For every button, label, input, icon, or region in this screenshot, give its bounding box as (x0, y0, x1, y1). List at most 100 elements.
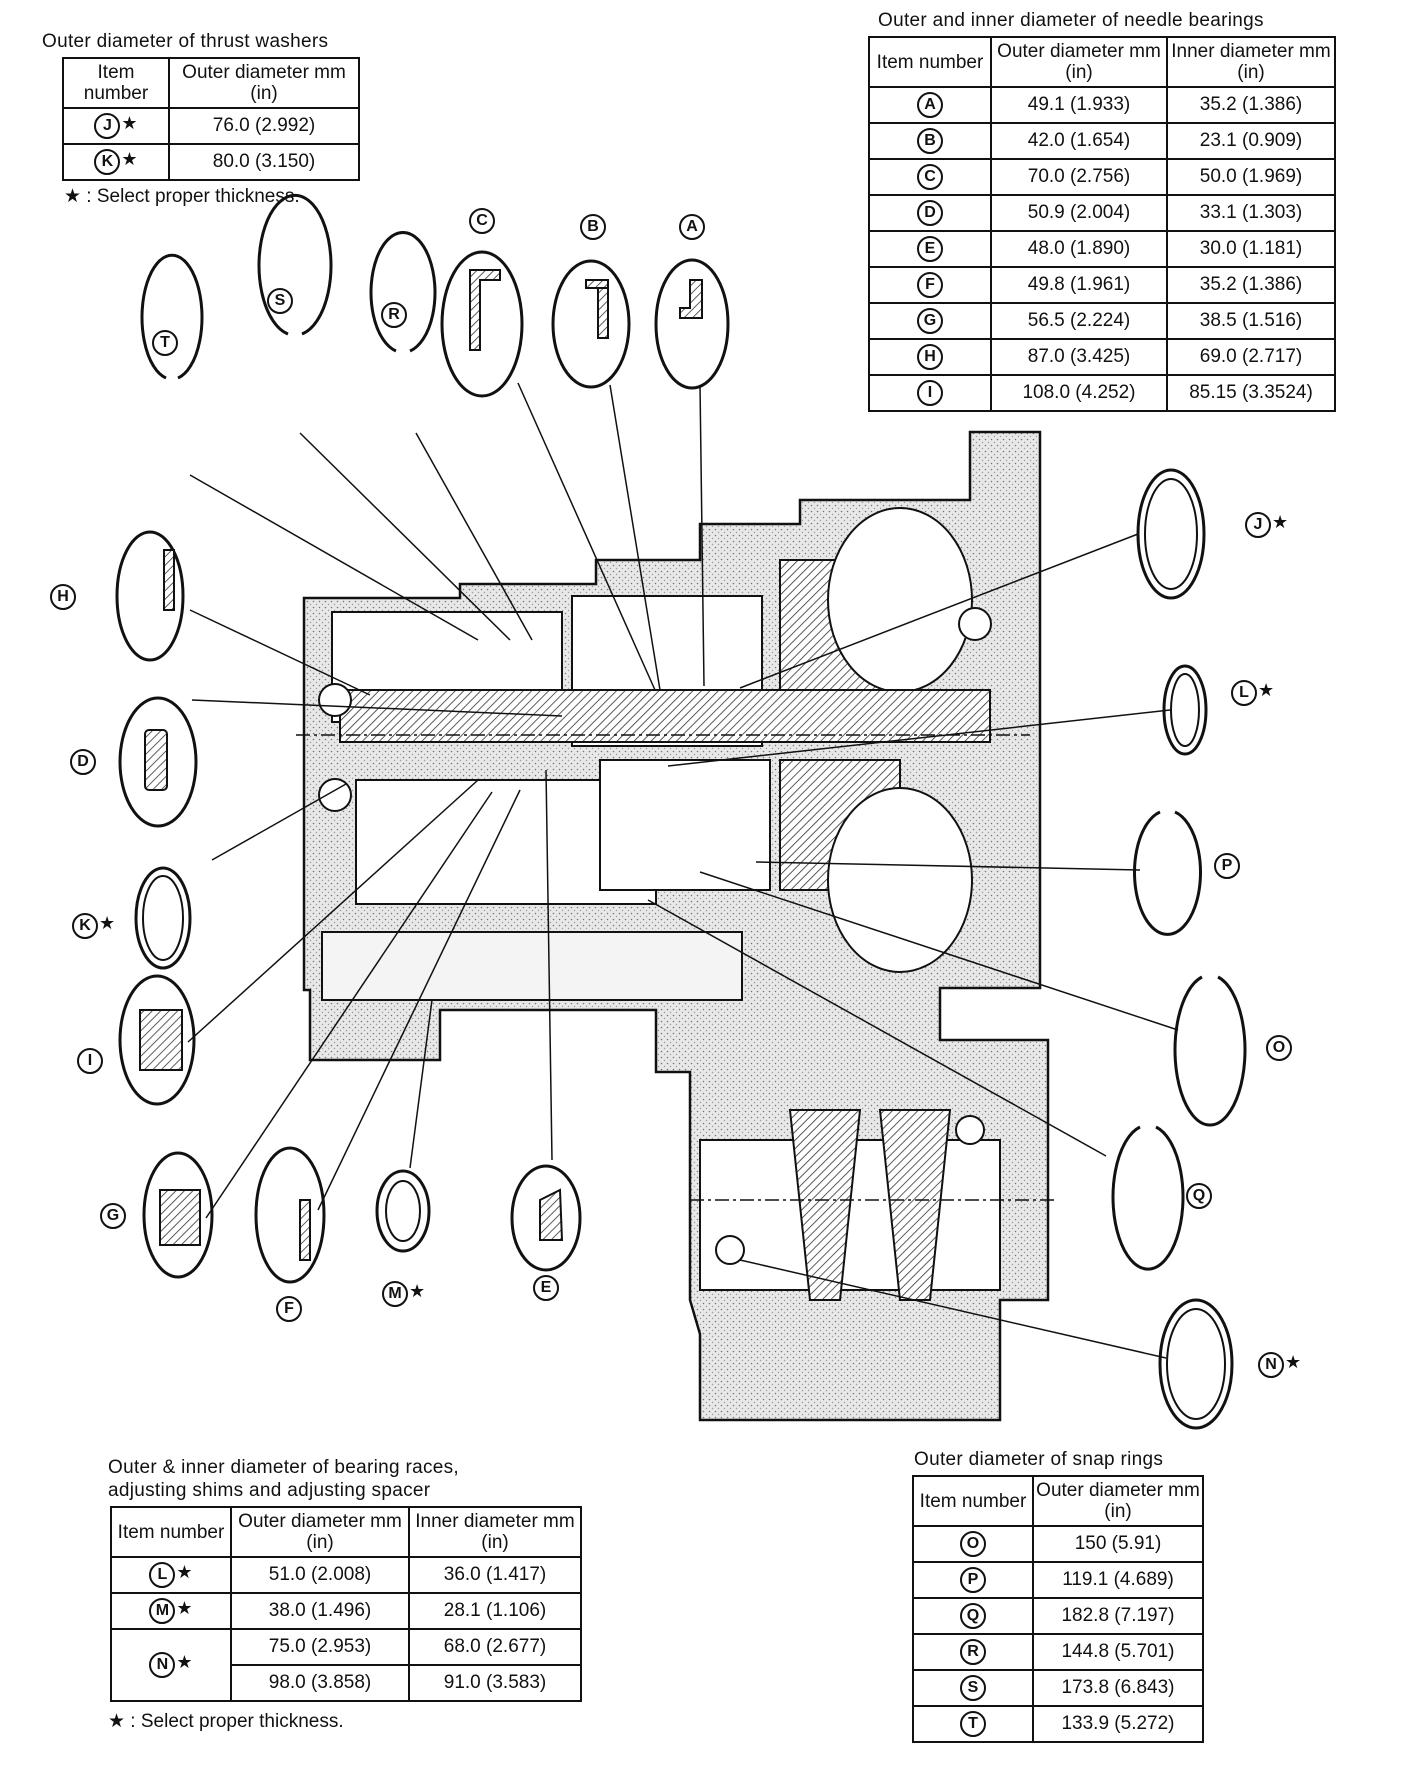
callout-letter: M (382, 1281, 408, 1307)
star-icon: ★ (1285, 1352, 1302, 1372)
needle-bearing-D-bubble (118, 696, 198, 828)
snap-ring-S-drawing (257, 193, 333, 336)
table-row: K★80.0 (3.150) (62, 143, 360, 181)
needle-bearing-H-bubble (115, 530, 185, 662)
col-outer-diameter: Outer diameter mm (in) (990, 36, 1168, 88)
shaft-centerlines (296, 734, 1055, 1201)
table-row: P 119.1 (4.689) (912, 1561, 1204, 1599)
callout-b: B (580, 214, 606, 240)
outer-cell: 150 (5.91) (1032, 1525, 1204, 1563)
needle-bearing-G-bubble (142, 1151, 214, 1279)
callout-letter: K (72, 913, 98, 939)
callout-h: H (50, 584, 76, 610)
item-letter: G (917, 308, 943, 334)
needle-bearing-B-bubble (551, 259, 631, 389)
needle-bearing-A-bubble (654, 258, 730, 390)
col-inner-diameter: Inner diameter mm (in) (1166, 36, 1336, 88)
inner-cell: 36.0 (1.417) (408, 1556, 582, 1594)
item-letter: E (917, 236, 943, 262)
inner-cell: 85.15 (3.3524) (1166, 374, 1336, 412)
shim-N-drawing (1158, 1298, 1234, 1430)
col-item-number: Item number (912, 1475, 1034, 1527)
item-letter: L (149, 1562, 176, 1588)
thrust-washer-J-drawing (1136, 468, 1206, 600)
star-icon: ★ (409, 1281, 426, 1301)
needle-bearings-section: Outer and inner diameter of needle beari… (868, 9, 1336, 412)
select-thickness-note: ★ : Select proper thickness. (108, 1711, 344, 1732)
outer-cell: 144.8 (5.701) (1032, 1633, 1204, 1671)
item-cell: N★ (110, 1628, 232, 1702)
callout-letter: L (1231, 680, 1257, 706)
item-letter: H (917, 344, 943, 370)
item-letter: J (94, 113, 121, 139)
item-letter: N (149, 1652, 176, 1678)
item-letter: S (960, 1675, 986, 1701)
snap-rings-caption: Outer diameter of snap rings (914, 1449, 1164, 1470)
part-drawings (115, 193, 1247, 1430)
outer-cell: 51.0 (2.008) (230, 1556, 410, 1594)
callout-letter: D (70, 749, 96, 775)
item-cell: O (912, 1525, 1034, 1563)
item-letter: K (94, 149, 121, 175)
spacer-M-drawing (375, 1169, 431, 1253)
table-row: 98.0 (3.858)91.0 (3.583) (111, 1664, 582, 1702)
needle-bearing-C-bubble (440, 250, 524, 398)
inner-cell: 50.0 (1.969) (1166, 158, 1336, 196)
item-letter: C (917, 164, 943, 190)
bearing-race-L-drawing (1162, 664, 1208, 756)
callout-letter: G (100, 1203, 126, 1229)
star-icon: ★ (176, 1562, 193, 1582)
item-letter: P (960, 1567, 986, 1593)
outer-cell: 98.0 (3.858) (230, 1664, 410, 1702)
star-icon: ★ (99, 913, 116, 933)
inner-cell: 35.2 (1.386) (1166, 266, 1336, 304)
outer-cell: 75.0 (2.953) (230, 1628, 410, 1666)
outer-cell: 76.0 (2.992) (168, 107, 360, 145)
item-cell: H (868, 338, 992, 376)
col-inner-diameter: Inner diameter mm (in) (408, 1506, 582, 1558)
col-item-number: Item number (868, 36, 992, 88)
outer-cell: 38.0 (1.496) (230, 1592, 410, 1630)
inner-cell: 33.1 (1.303) (1166, 194, 1336, 232)
callout-e: E (533, 1275, 559, 1301)
callout-q: Q (1186, 1183, 1212, 1209)
snap-ring-T-drawing (140, 253, 204, 380)
item-cell: Q (912, 1597, 1034, 1635)
callout-letter: T (152, 330, 178, 356)
item-cell: P (912, 1561, 1034, 1599)
item-cell: M★ (110, 1592, 232, 1630)
needle-bearings-table: Item number Outer diameter mm (in) Inner… (868, 36, 1336, 412)
star-icon: ★ (1258, 680, 1275, 700)
callout-letter: H (50, 584, 76, 610)
bearing-races-table: Item number Outer diameter mm (in) Inner… (110, 1506, 582, 1702)
item-cell: T (912, 1705, 1034, 1743)
outer-cell: 108.0 (4.252) (990, 374, 1168, 412)
callout-letter: I (77, 1048, 103, 1074)
outer-cell: 56.5 (2.224) (990, 302, 1168, 340)
item-letter: T (960, 1711, 986, 1737)
thrust-washer-K-drawing (134, 866, 192, 970)
col-outer-diameter: Outer diameter mm (in) (230, 1506, 410, 1558)
outer-cell: 80.0 (3.150) (168, 143, 360, 181)
callout-r: R (381, 302, 407, 328)
inner-cell: 23.1 (0.909) (1166, 122, 1336, 160)
callout-o: O (1266, 1035, 1292, 1061)
item-letter: F (917, 272, 943, 298)
outer-cell: 48.0 (1.890) (990, 230, 1168, 268)
outer-cell: 119.1 (4.689) (1032, 1561, 1204, 1599)
needle-bearing-I-bubble (118, 974, 196, 1106)
callout-letter: F (276, 1296, 302, 1322)
callout-letter: C (469, 208, 495, 234)
item-letter: R (960, 1639, 986, 1665)
table-row: J★76.0 (2.992) (62, 107, 360, 145)
item-cell: R (912, 1633, 1034, 1671)
needle-bearing-E-bubble (510, 1164, 582, 1272)
item-cell: L★ (110, 1556, 232, 1594)
callout-m: M★ (382, 1281, 425, 1307)
